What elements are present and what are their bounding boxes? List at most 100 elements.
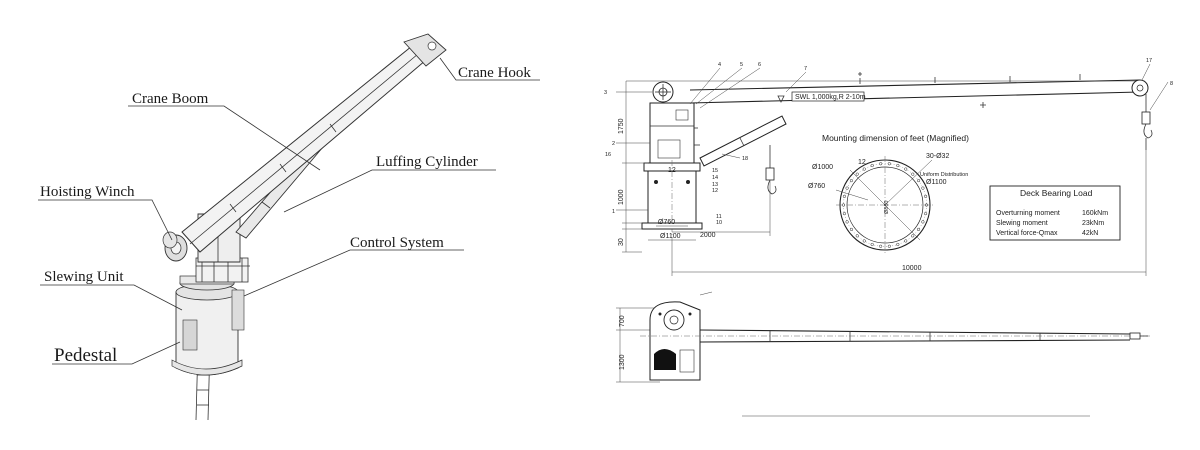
bolt-hole: [849, 179, 853, 183]
dim-d1100: Ø1100: [660, 233, 681, 240]
svg-text:2: 2: [612, 141, 615, 147]
svg-text:5: 5: [740, 62, 743, 68]
mounting-title: Mounting dimension of feet (Magnified): [822, 133, 969, 143]
plan-view-drawing: 700 1300: [616, 291, 1150, 417]
dim-1000: 1000: [618, 189, 625, 205]
bolt-hole: [904, 239, 908, 243]
plan-base: [649, 301, 701, 381]
elevation-root-hook: [765, 145, 777, 195]
bolt-hole: [845, 186, 849, 190]
boom-head: [403, 33, 447, 67]
table-title: Deck Bearing Load: [1020, 188, 1093, 198]
svg-text:10: 10: [716, 220, 722, 226]
svg-text:4: 4: [718, 62, 721, 68]
svg-text:12: 12: [712, 188, 718, 194]
svg-text:14: 14: [712, 175, 718, 181]
elevation-drawing: SWL 1,000kg,R 2-10m 1750 1000 30 Ø760 Ø1…: [604, 58, 1173, 276]
dim-d760: Ø760: [658, 219, 675, 226]
bolt-hole: [870, 163, 874, 168]
elevation-winch: [652, 81, 674, 103]
leader-luffing-cylinder: [283, 169, 496, 213]
feet-d1100: Ø1100: [926, 179, 947, 186]
bolt-hole: [921, 186, 925, 190]
table-row-3-value: 42kN: [1082, 230, 1098, 237]
bolt-hole: [924, 212, 928, 216]
leader-control-system: [243, 249, 464, 297]
elevation-horizontal-dims: Ø760 Ø1100 2000 10000 12: [648, 150, 1147, 276]
bolt-hole: [855, 172, 859, 176]
elevation-vertical-dims: 1750 1000 30: [618, 81, 648, 253]
bolt-hole: [879, 244, 883, 248]
leader-crane-boom: [128, 105, 321, 171]
label-slewing-unit: Slewing Unit: [44, 269, 124, 285]
deck-bearing-load-table: Deck Bearing Load Overturning moment 160…: [989, 185, 1121, 241]
callouts: 1 2 3 4 5 6 7 8 10 11 12 13 14 15 16 17 …: [604, 58, 1173, 226]
svg-text:18: 18: [742, 156, 748, 162]
hoisting-winch-body: [162, 231, 188, 262]
bolt-hole: [911, 234, 915, 238]
swl-text: SWL 1,000kg,R 2-10m: [795, 94, 866, 101]
leader-slewing-unit: [40, 284, 183, 311]
bolt-hole: [849, 227, 853, 231]
bolt-hole: [842, 212, 846, 216]
table-row-2-value: 23kNm: [1082, 220, 1104, 227]
pedestal-body: [171, 283, 243, 376]
label-control-system: Control System: [350, 235, 444, 251]
elevation-tip: [1131, 79, 1153, 150]
bolt-hole: [887, 244, 891, 248]
dim-30: 30: [618, 238, 625, 246]
label-luffing-cylinder: Luffing Cylinder: [376, 154, 478, 170]
bolt-hole: [904, 167, 908, 171]
dim-12: 12: [668, 167, 676, 174]
svg-text:17: 17: [1146, 58, 1152, 64]
table-row-1-label: Overturning moment: [996, 210, 1060, 217]
bolt-hole: [887, 162, 891, 166]
control-platform: [195, 257, 250, 331]
crane-3d-illustration: Crane Hook Crane Boom Luffing Cylinder H…: [38, 33, 540, 421]
leader-crane-hook: [439, 57, 540, 81]
leader-pedestal: [52, 341, 181, 365]
bolt-hole: [896, 163, 900, 168]
bolt-hole: [924, 194, 928, 198]
feet-d760: Ø760: [808, 183, 825, 190]
feet-d1000: Ø1000: [812, 164, 833, 171]
feet-bolts: 30-Ø32: [926, 153, 949, 160]
bolt-hole: [896, 242, 900, 247]
bolt-hole: [917, 179, 921, 183]
bolt-hole: [917, 227, 921, 231]
table-row-3-label: Vertical force-Qmax: [996, 230, 1058, 237]
feet-12: 12: [858, 159, 866, 166]
swl-plate: SWL 1,000kg,R 2-10m: [777, 91, 866, 103]
bolt-hole: [862, 167, 866, 171]
bolt-hole: [842, 194, 846, 198]
elevation-boom: [689, 72, 1141, 108]
plan-dim-1300: 1300: [619, 354, 626, 370]
bolt-hole: [921, 220, 925, 224]
svg-text:8: 8: [1170, 81, 1173, 87]
bolt-hole: [862, 239, 866, 243]
svg-text:1: 1: [612, 209, 615, 215]
plan-dim-700: 700: [619, 315, 626, 327]
plan-boom: [640, 329, 1150, 343]
dim-10000: 10000: [902, 265, 922, 272]
elevation-luffing-cylinder: [699, 115, 787, 167]
bolt-hole: [911, 172, 915, 176]
elevation-column: [649, 102, 700, 164]
dim-2000: 2000: [700, 232, 716, 239]
bolt-hole: [870, 242, 874, 247]
label-crane-hook: Crane Hook: [458, 65, 531, 81]
mounting-feet-detail: Mounting dimension of feet (Magnified) Ø…: [808, 133, 969, 254]
svg-text:6: 6: [758, 62, 761, 68]
bolt-hole: [855, 234, 859, 238]
label-pedestal: Pedestal: [54, 345, 117, 366]
dim-1750: 1750: [618, 118, 625, 134]
label-crane-boom: Crane Boom: [132, 91, 209, 107]
bolt-hole: [845, 220, 849, 224]
feet-uniform: Uniform Distribution: [920, 172, 968, 178]
svg-text:15: 15: [712, 168, 718, 174]
svg-text:3: 3: [604, 90, 607, 96]
table-row-2-label: Slewing moment: [996, 220, 1048, 227]
feet-d860: Ø860: [884, 201, 890, 214]
label-hoisting-winch: Hoisting Winch: [40, 184, 135, 200]
svg-text:13: 13: [712, 182, 718, 188]
